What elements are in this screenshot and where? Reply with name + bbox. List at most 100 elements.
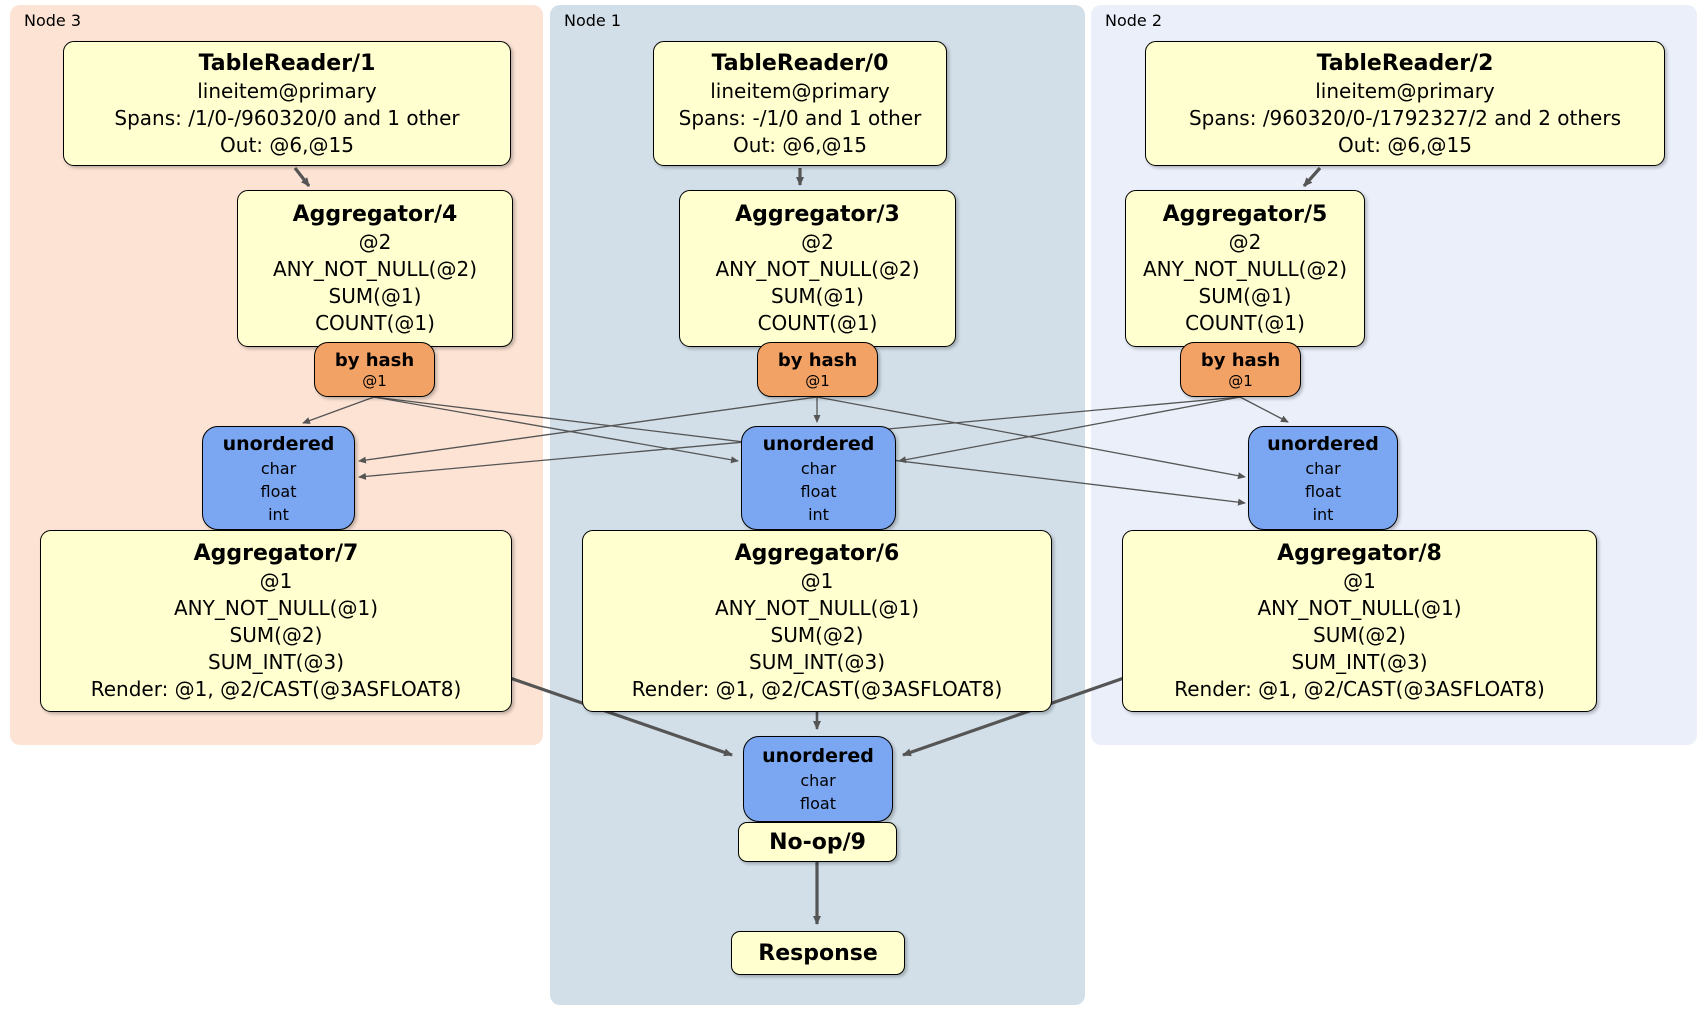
sync-type: char xyxy=(1305,458,1341,478)
box-line: ANY_NOT_NULL(@2) xyxy=(1143,257,1347,281)
sync-type: char xyxy=(800,458,837,478)
sync-type: int xyxy=(808,504,829,524)
edge-hash2-sync1 xyxy=(898,396,1241,464)
box-line: SUM(@2) xyxy=(229,623,323,647)
edge-tr2-agg5 xyxy=(1302,166,1322,188)
sync-title: unordered xyxy=(1267,432,1379,455)
tablereader0-box: TableReader/0 lineitem@primary Spans: -/… xyxy=(653,41,947,166)
edge-hash1-sync2 xyxy=(816,396,1246,480)
tablereader1-box: TableReader/1 lineitem@primary Spans: /1… xyxy=(63,41,511,166)
box-line: @1 xyxy=(1343,569,1376,593)
box-line: @2 xyxy=(358,230,392,254)
edge-tr1-agg4 xyxy=(293,167,311,187)
box-line: SUM(@1) xyxy=(1198,284,1292,308)
box-title: Aggregator/7 xyxy=(193,541,359,566)
box-line: Spans: -/1/0 and 1 other xyxy=(678,105,922,130)
sync-title: unordered xyxy=(222,432,335,455)
response-box: Response xyxy=(731,931,905,975)
sync-type: float xyxy=(800,794,836,813)
box-line: SUM(@1) xyxy=(771,284,864,308)
sync-title: unordered xyxy=(762,745,874,767)
box-line: Out: @6,@15 xyxy=(220,132,354,157)
box-title: No-op/9 xyxy=(769,829,866,855)
sync-type: int xyxy=(268,504,289,524)
aggregator4-box: Aggregator/4 @2 ANY_NOT_NULL(@2) SUM(@1)… xyxy=(237,190,513,347)
box-line: SUM(@2) xyxy=(770,623,864,647)
box-line: lineitem@primary xyxy=(1315,78,1495,103)
sync-title: unordered xyxy=(762,432,875,455)
box-line: COUNT(@1) xyxy=(757,311,878,335)
box-title: Aggregator/4 xyxy=(292,202,458,227)
box-title: Aggregator/3 xyxy=(735,202,900,227)
region-label-node3: Node 3 xyxy=(24,11,82,30)
box-line: lineitem@primary xyxy=(197,78,377,103)
box-title: Aggregator/5 xyxy=(1162,202,1328,227)
box-line: Out: @6,@15 xyxy=(733,132,867,157)
hash-router-node2: by hash @1 xyxy=(1180,342,1301,397)
region-label-node2: Node 2 xyxy=(1105,11,1163,30)
box-line: ANY_NOT_NULL(@1) xyxy=(1257,596,1462,620)
box-title: Aggregator/6 xyxy=(734,541,900,566)
box-line: ANY_NOT_NULL(@2) xyxy=(273,257,477,281)
aggregator8-box: Aggregator/8 @1 ANY_NOT_NULL(@1) SUM(@2)… xyxy=(1122,530,1597,712)
router-detail: @1 xyxy=(362,371,387,390)
box-title: TableReader/0 xyxy=(711,50,889,76)
unordered-sync-node2: unordered char float int xyxy=(1248,426,1398,530)
edge-agg7-finalsync xyxy=(509,676,733,757)
noop-box: No-op/9 xyxy=(738,822,897,862)
sync-type: float xyxy=(260,481,297,501)
box-line: SUM_INT(@3) xyxy=(749,650,885,674)
edge-hash1-sync3 xyxy=(358,396,818,464)
aggregator7-box: Aggregator/7 @1 ANY_NOT_NULL(@1) SUM(@2)… xyxy=(40,530,512,712)
sync-type: char xyxy=(260,458,297,478)
sync-type: float xyxy=(800,481,837,501)
region-label-node1: Node 1 xyxy=(564,11,622,30)
sync-type: int xyxy=(1312,504,1334,524)
tablereader2-box: TableReader/2 lineitem@primary Spans: /9… xyxy=(1145,41,1665,166)
box-line: Render: @1, @2/CAST(@3ASFLOAT8) xyxy=(90,677,462,701)
edge-hash2-sync2 xyxy=(1239,396,1289,423)
sync-type: char xyxy=(800,771,836,790)
unordered-sync-node1: unordered char float int xyxy=(741,426,896,530)
box-title: TableReader/2 xyxy=(1316,50,1494,76)
unordered-sync-node3: unordered char float int xyxy=(202,426,355,530)
aggregator3-box: Aggregator/3 @2 ANY_NOT_NULL(@2) SUM(@1)… xyxy=(679,190,956,347)
box-line: SUM_INT(@3) xyxy=(1291,650,1428,674)
edge-agg8-finalsync xyxy=(902,676,1125,757)
aggregator5-box: Aggregator/5 @2 ANY_NOT_NULL(@2) SUM(@1)… xyxy=(1125,190,1365,347)
box-title: Aggregator/8 xyxy=(1277,541,1442,566)
box-line: ANY_NOT_NULL(@1) xyxy=(174,596,378,620)
router-title: by hash xyxy=(334,349,415,371)
router-detail: @1 xyxy=(805,371,830,390)
hash-router-node1: by hash @1 xyxy=(757,342,878,397)
box-line: ANY_NOT_NULL(@1) xyxy=(715,596,919,620)
unordered-sync-final: unordered char float xyxy=(743,736,893,822)
box-line: Spans: /960320/0-/1792327/2 and 2 others xyxy=(1188,105,1621,130)
aggregator6-box: Aggregator/6 @1 ANY_NOT_NULL(@1) SUM(@2)… xyxy=(582,530,1052,712)
box-line: @1 xyxy=(800,569,834,593)
box-line: @2 xyxy=(1228,230,1262,254)
router-title: by hash xyxy=(1200,349,1281,371)
router-detail: @1 xyxy=(1228,371,1253,390)
hash-router-node3: by hash @1 xyxy=(314,342,435,397)
box-line: Render: @1, @2/CAST(@3ASFLOAT8) xyxy=(631,677,1003,701)
router-title: by hash xyxy=(777,349,858,371)
box-line: @2 xyxy=(801,230,834,254)
box-line: COUNT(@1) xyxy=(315,311,435,335)
sync-type: float xyxy=(1305,481,1341,501)
box-line: @1 xyxy=(259,569,293,593)
box-title: TableReader/1 xyxy=(198,50,376,76)
box-line: lineitem@primary xyxy=(710,78,890,103)
edge-hash3-sync3 xyxy=(302,396,375,424)
box-title: Response xyxy=(758,940,878,966)
box-line: Out: @6,@15 xyxy=(1338,132,1472,157)
box-line: ANY_NOT_NULL(@2) xyxy=(715,257,920,281)
box-line: SUM_INT(@3) xyxy=(208,650,344,674)
box-line: SUM(@2) xyxy=(1313,623,1406,647)
edge-hash3-sync1 xyxy=(373,396,739,464)
box-line: SUM(@1) xyxy=(328,284,422,308)
box-line: Spans: /1/0-/960320/0 and 1 other xyxy=(114,105,460,130)
box-line: COUNT(@1) xyxy=(1185,311,1305,335)
